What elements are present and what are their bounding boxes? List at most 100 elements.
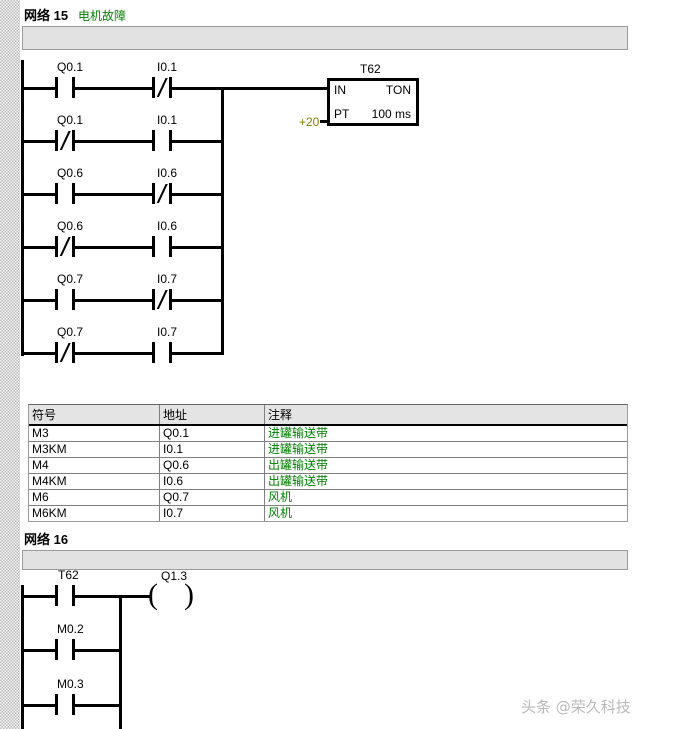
symbol-cell: M4 [29, 457, 160, 474]
wire-segment [172, 87, 224, 90]
symbol-cell: M3 [29, 425, 160, 442]
network-15-power-rail [21, 60, 24, 356]
symbol-cell: M4KM [29, 473, 160, 490]
contact-bar-right [72, 183, 75, 204]
comment-cell: 进罐输送带 [264, 425, 627, 442]
contact-bar-left [55, 639, 58, 660]
network-16-title-prefix: 网络 [24, 532, 51, 547]
table-row[interactable]: M4KM I0.6 出罐输送带 [29, 473, 627, 490]
contact-negation-slash [59, 343, 71, 362]
network-15-title-number: 15 [53, 8, 69, 23]
wire-segment [75, 595, 151, 598]
symbol-table-header-symbol: 符号 [29, 405, 160, 426]
wire-segment [21, 704, 58, 707]
timer-preset-value: +20 [299, 115, 320, 129]
address-cell: I0.7 [159, 505, 265, 521]
contact-label: I0.1 [157, 113, 178, 127]
contact-negation-slash [59, 131, 71, 150]
network-15-title-prefix: 网络 [24, 8, 51, 23]
table-row[interactable]: M6 Q0.7 风机 [29, 489, 627, 506]
contact-bar-left [55, 289, 58, 310]
address-cell: Q0.6 [159, 457, 265, 474]
coil-q13[interactable]: ( ) [148, 578, 194, 611]
table-row[interactable]: M3 Q0.1 进罐输送带 [29, 425, 627, 442]
comment-cell: 进罐输送带 [264, 441, 627, 458]
contact-bar-left [55, 236, 58, 257]
symbol-cell: M6 [29, 489, 160, 506]
table-row[interactable]: M3KM I0.1 进罐输送带 [29, 441, 627, 458]
comment-cell: 风机 [268, 506, 293, 520]
contact-bar-right [72, 585, 75, 606]
contact-bar-left [55, 694, 58, 715]
contact-bar-right [169, 77, 172, 98]
wire-segment [21, 246, 58, 249]
symbol-table[interactable]: 符号 地址 注释 M3 Q0.1 进罐输送带 M3KM I0.1 进罐输送带 M… [28, 404, 628, 522]
contact-bar-left [152, 183, 155, 204]
contact-bar-right [169, 289, 172, 310]
contact-bar-left [152, 130, 155, 151]
left-gutter-strip [0, 0, 20, 729]
network-16-title: 网络 16 [24, 529, 68, 548]
contact-bar-right [72, 130, 75, 151]
wire-segment [75, 140, 155, 143]
coil-paren-left: ( [148, 578, 158, 611]
contact-label: I0.6 [157, 166, 178, 180]
watermark-text: 头条 @荣久科技 [521, 698, 631, 716]
network-16-title-number: 16 [53, 532, 69, 547]
wire-segment [172, 299, 224, 302]
timer-pt-label: PT [334, 107, 350, 121]
contact-bar-right [72, 694, 75, 715]
contact-label: I0.7 [157, 272, 178, 286]
contact-label: I0.7 [157, 325, 178, 339]
wire-segment [21, 87, 58, 90]
parallel-branch-connector [221, 87, 224, 355]
contact-label: Q0.1 [57, 60, 84, 74]
contact-label: Q0.7 [57, 325, 84, 339]
contact-label: I0.1 [157, 60, 178, 74]
contact-label: M0.3 [57, 677, 84, 691]
wire-to-coil [119, 595, 150, 598]
contact-negation-slash [156, 78, 168, 97]
wire-to-pt-input [320, 120, 329, 123]
timer-type-label: TON [385, 83, 411, 97]
timer-in-label: IN [334, 83, 346, 97]
contact-negation-slash [156, 184, 168, 203]
network-15-comment-label: 电机故障 [78, 9, 127, 23]
contact-bar-right [169, 342, 172, 363]
table-row[interactable]: M6KM I0.7 风机 [29, 505, 627, 521]
contact-negation-slash [156, 290, 168, 309]
timer-block-t62[interactable]: IN TON PT 100 ms [327, 78, 419, 126]
wire-segment [75, 352, 155, 355]
symbol-table-header-row: 符号 地址 注释 [29, 405, 627, 426]
timer-name-label: T62 [360, 62, 381, 76]
comment-cell: 出罐输送带 [264, 457, 627, 474]
wire-segment [75, 704, 121, 707]
wire-segment [75, 299, 155, 302]
wire-segment [75, 246, 155, 249]
wire-segment [21, 649, 58, 652]
symbol-cell: M6KM [29, 505, 160, 521]
table-row[interactable]: M4 Q0.6 出罐输送带 [29, 457, 627, 474]
symbol-cell: M3KM [29, 441, 160, 458]
contact-label: Q0.6 [57, 166, 84, 180]
network-15-comment-bar[interactable] [22, 26, 628, 50]
contact-bar-left [55, 130, 58, 151]
address-cell: I0.1 [159, 441, 265, 458]
contact-bar-left [152, 236, 155, 257]
contact-bar-left [55, 183, 58, 204]
timer-timebase-label: 100 ms [371, 107, 411, 121]
contact-bar-right [169, 236, 172, 257]
contact-label: Q0.1 [57, 113, 84, 127]
contact-bar-left [55, 77, 58, 98]
network-15-title: 网络 15 [24, 5, 68, 24]
contact-bar-left [152, 77, 155, 98]
wire-segment [75, 193, 155, 196]
parallel-branch-connector [119, 595, 122, 729]
wire-segment [172, 140, 224, 143]
coil-paren-right: ) [184, 578, 194, 611]
wire-segment [172, 352, 224, 355]
coil-label: Q1.3 [161, 569, 188, 583]
address-cell: Q0.7 [159, 489, 265, 506]
network-16-comment-bar[interactable] [22, 550, 628, 570]
wire-segment [75, 87, 155, 90]
